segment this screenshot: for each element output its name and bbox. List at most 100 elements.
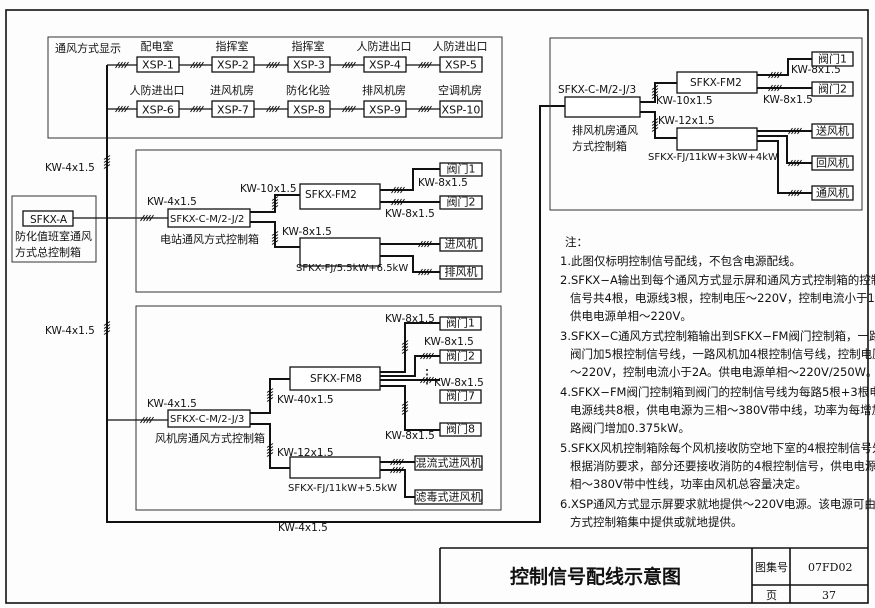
exhaust-room-group: SFKX-C-M/2-J/3 排风机房通风 方式控制箱 KW-10x1.5 SF… [549, 37, 863, 211]
hatch-mark [791, 127, 796, 135]
hatch-mark [115, 61, 120, 69]
bus-cable-mid: KW-4x1.5 [45, 325, 95, 337]
hatch-mark [391, 186, 396, 194]
hatch-mark [266, 61, 271, 69]
hatch-mark [269, 61, 274, 69]
bus-cable-top: KW-4x1.5 [45, 162, 95, 174]
hatch-mark [271, 196, 279, 201]
hatch-mark [193, 105, 198, 113]
hatch-mark [103, 155, 111, 160]
valve: 阀门1 [446, 316, 475, 330]
fr-fj: SFKX-FJ/11kW+5.5kW [288, 483, 397, 494]
note-line: 阀门加5根控制信号线，一路风机加4根控制信号线，控制电压 [570, 347, 875, 361]
hatch-mark [797, 127, 802, 135]
note-line: ～220V，控制电流小于2A。供电电源单相～220V/250W。 [570, 365, 875, 379]
sheet-frame [5, 9, 869, 604]
hatch-mark [418, 61, 423, 69]
xsp-panel: XSP-7 [217, 104, 249, 117]
hatch-mark [397, 198, 402, 206]
control-bus-line [106, 65, 565, 523]
hatch-mark [348, 105, 353, 113]
fr-name: 风机房通风方式控制箱 [155, 431, 265, 445]
power-station-group: SFKX-C-M/2-J/2 KW-4x1.5 电站通风方式控制箱 KW-10x… [135, 149, 502, 293]
fr-valve-cable-8: KW-8x1.5 [385, 430, 435, 442]
valve-box [811, 81, 854, 97]
valve: 阀门2 [818, 82, 847, 96]
fan: 混流式进风机 [416, 456, 482, 470]
fr-cable-fm: KW-40x1.5 [277, 394, 334, 406]
notes: 注： 1.此图仅标明控制信号配线，不包含电源配线。2.SFKX−A输出到每个通风… [560, 235, 875, 529]
note-line: 5.SFKX风机控制箱除每个风机接收防空地下室的4根控制信号外， [560, 441, 875, 455]
hatch-mark [271, 231, 279, 236]
master-label-2: 方式总控制箱 [15, 245, 81, 259]
hatch-mark [774, 84, 779, 92]
hatch-mark [351, 105, 356, 113]
valve: 阀门2 [447, 195, 476, 209]
page-label: 页 [766, 589, 777, 602]
er-cable-fm: KW-10x1.5 [656, 95, 713, 107]
hatch-mark [421, 61, 426, 69]
hatch-mark [103, 324, 111, 329]
hatch-mark [196, 105, 201, 113]
hatch-mark [196, 61, 201, 69]
xsp-panel-box [439, 100, 483, 118]
xsp-panel-box [363, 56, 407, 73]
xsp-panel: XSP-9 [369, 104, 401, 117]
hatch-mark [788, 189, 793, 197]
hatch-mark [424, 61, 429, 69]
hatch-mark [271, 199, 279, 204]
hatch-mark [199, 61, 204, 69]
hatch-mark [103, 158, 111, 163]
room-label: 配电室 [141, 39, 174, 53]
fr-valve-cable-2: KW-8x1.5 [424, 336, 474, 348]
xsp-panel-box [211, 100, 255, 118]
hatch-mark [124, 61, 129, 69]
hatch-mark [427, 240, 432, 248]
valve-box [811, 51, 854, 67]
hatch-mark [348, 61, 353, 69]
hatch-mark [400, 186, 405, 194]
fan: 通风机 [816, 186, 849, 200]
hatch-mark [791, 159, 796, 167]
hatch-mark [394, 198, 399, 206]
room-label: 防化化验 [286, 83, 330, 97]
cable-hatch-marks [103, 61, 802, 474]
note-line: 信号共4根，电源线3根，控制电压～220V，控制电流小于1A。 [570, 291, 875, 305]
note-line: 方式控制箱集中提供或就地提供。 [570, 515, 743, 529]
xsp-panel-box [211, 56, 255, 73]
hatch-mark [103, 321, 111, 326]
master-label-1: 防化值班室通风 [15, 229, 92, 243]
hatch-mark [146, 416, 151, 424]
hatch-mark [400, 198, 405, 206]
fan-box [414, 455, 483, 471]
hatch-mark [124, 105, 129, 113]
hatch-mark [345, 105, 350, 113]
hatch-mark [103, 164, 111, 169]
valve-box [439, 349, 482, 364]
valve-box [439, 316, 482, 331]
hatch-mark [396, 458, 401, 466]
room-label: 人防进出口 [433, 39, 488, 53]
hatch-mark [651, 121, 659, 126]
master-id: SFKX-A [30, 214, 68, 226]
hatch-mark [266, 388, 274, 393]
note-line: 路阀门增加0.375kW。 [570, 421, 690, 435]
hatch-mark [794, 189, 799, 197]
hatch-mark [401, 346, 409, 351]
note-line: 相～380V带中性线，功率由风机总容量决定。 [570, 477, 807, 491]
hatch-mark [427, 61, 432, 69]
room-label: 指挥室 [292, 39, 325, 53]
hatch-mark [421, 105, 426, 113]
hatch-mark [794, 127, 799, 135]
atlas-number: 07FD02 [808, 561, 852, 574]
hatch-mark [791, 189, 796, 197]
ps-cable-in: KW-4x1.5 [147, 196, 197, 208]
hatch-mark [418, 105, 423, 113]
ps-controller: SFKX-C-M/2-J/2 [170, 214, 244, 225]
xsp-panel: XSP-5 [445, 59, 477, 72]
notes-heading: 注： [565, 235, 588, 249]
hatch-mark [390, 458, 395, 466]
fr-valve-cable-7: KW-8x1.5 [434, 377, 484, 389]
